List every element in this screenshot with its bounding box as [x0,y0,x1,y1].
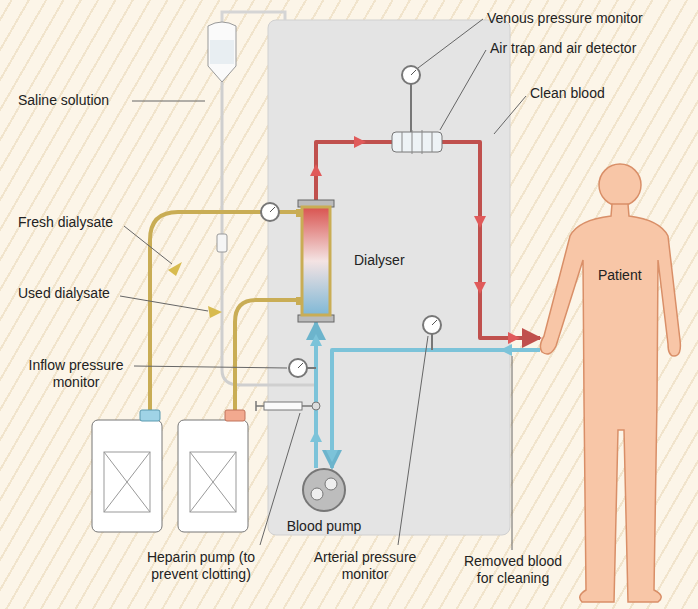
blood-line [316,142,540,338]
dialysate-gauge [261,203,279,221]
callout-label: Air trap and air detector [490,40,636,57]
clean-blood-arrows [310,136,520,344]
machine-panel [268,20,510,535]
patient-figure: Patient [540,160,690,605]
blood-pump: Blood pump [302,468,346,512]
removed-blood-arrows [310,334,512,462]
patient-silhouette [540,160,690,605]
callout-label: Venous pressure monitor [487,10,643,27]
blood-line [332,350,540,468]
saline-bag [208,22,236,82]
callout-label: Inflow pressure monitor [20,357,132,391]
dialyser: Dialyser [298,200,334,322]
fresh-dialysate-tube [150,212,300,420]
arterial-pressure-gauge [423,316,441,350]
saline-fluid [210,40,234,64]
fresh-dialysate-canister [92,410,162,532]
pump-shape [302,468,346,512]
callout-label: Removed blood for cleaning [455,553,571,587]
callout-label: Saline solution [18,92,109,109]
air-trap [392,130,442,154]
node-label: Patient [598,267,642,284]
bag-hanger [222,12,285,22]
used-dialysate-canister [178,410,248,532]
inflow-pressure-gauge [289,359,316,377]
callout-label: Clean blood [530,85,605,102]
node-label: Dialyser [354,252,405,269]
dialysate-arrows [168,262,222,318]
callout-label: Heparin pump (to prevent clotting) [130,549,272,583]
heparin-syringe [256,401,320,411]
callout-label: Arterial pressure monitor [300,549,430,583]
leader-lines [120,19,526,550]
node-label: Blood pump [272,518,376,535]
callout-label: Fresh dialysate [18,214,113,231]
dialyser-shape [298,200,334,322]
venous-pressure-gauge [402,66,420,132]
callout-label: Used dialysate [18,285,110,302]
drip-chamber [217,234,227,252]
